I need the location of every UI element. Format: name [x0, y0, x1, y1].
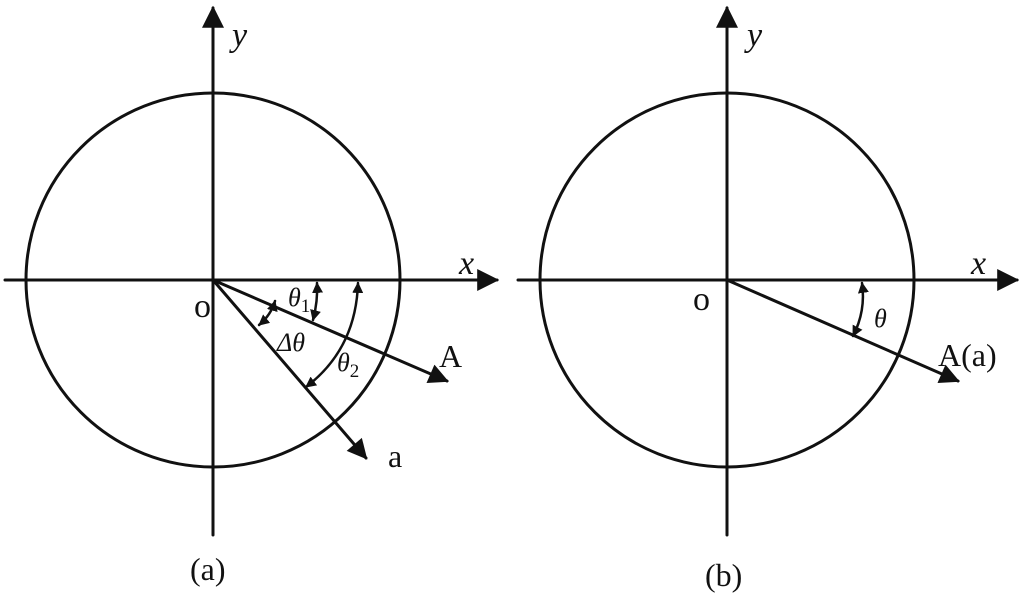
vector-A-label: A [439, 338, 462, 374]
x-axis-label: x [970, 245, 986, 282]
theta-arc [851, 281, 869, 338]
origin-label: o [693, 281, 710, 318]
delta-theta-label: Δθ [276, 328, 305, 357]
theta1-label: θ1 [288, 283, 310, 317]
panel-b: y x o θ A(a) (b) [516, 5, 1020, 593]
panel-a: y x o θ1 θ2 Δθ A a (a) [3, 5, 500, 587]
theta2-label: θ2 [337, 348, 359, 382]
vector-A [211, 278, 449, 384]
theta1-arc [310, 281, 324, 322]
origin-label: o [194, 288, 211, 325]
vector-a-label: a [388, 438, 402, 474]
vector-a [211, 278, 368, 460]
vector-A-a [725, 278, 960, 383]
theta2-arc [304, 281, 364, 389]
vector-A-a-label: A(a) [938, 337, 997, 373]
y-axis-label: y [229, 17, 248, 54]
delta-theta-arc [257, 299, 278, 327]
theta-label: θ [874, 304, 887, 333]
panel-b-caption: (b) [705, 557, 742, 593]
y-axis-label: y [744, 17, 763, 54]
x-axis-label: x [458, 245, 474, 282]
panel-a-caption: (a) [190, 551, 226, 587]
